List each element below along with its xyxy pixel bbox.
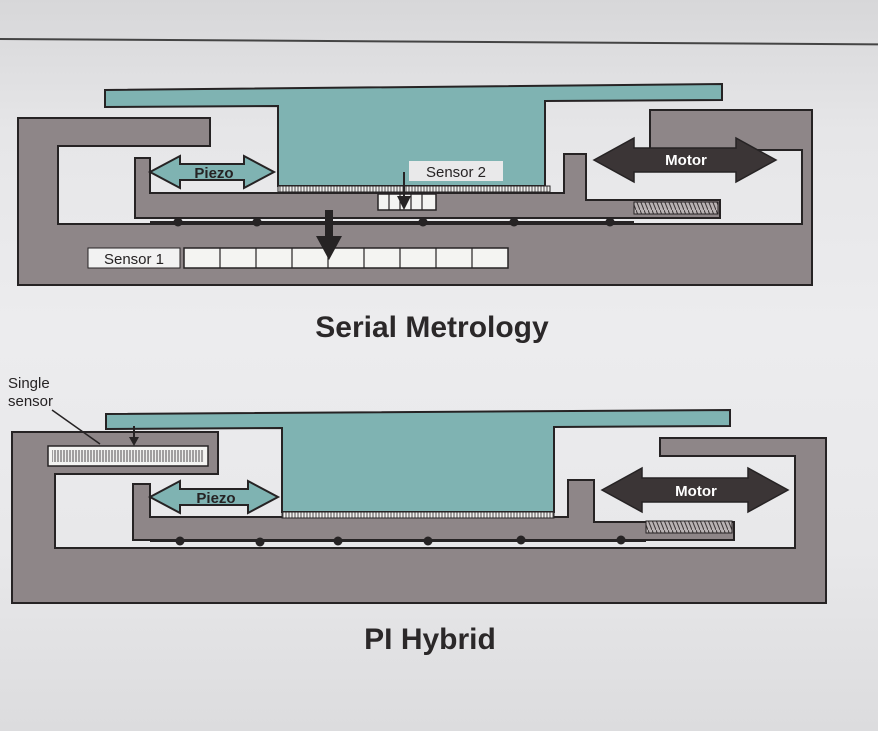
hybrid-lead-screw — [645, 520, 733, 534]
hybrid-piezo-label: Piezo — [196, 490, 235, 507]
serial-sensor-2-pointer-head — [397, 196, 411, 210]
hybrid-sensor-label-line1: Single — [8, 375, 50, 392]
serial-metrology-caption: Serial Metrology — [315, 311, 549, 344]
serial-piezo-label: Piezo — [194, 165, 233, 182]
serial-sensor-2-label: Sensor 2 — [426, 164, 486, 181]
serial-sensor-1-label: Sensor 1 — [104, 251, 164, 268]
hybrid-sensor-leader — [51, 409, 101, 445]
hybrid-bearing-ball — [175, 536, 185, 546]
hybrid-flexure — [281, 511, 555, 519]
serial-bearing-ball — [509, 217, 519, 227]
serial-bearing-ball — [605, 217, 615, 227]
serial-bearing-ball — [252, 217, 262, 227]
hybrid-motor-label: Motor — [675, 483, 717, 500]
hybrid-single-sensor-ticks — [52, 450, 204, 462]
pi-hybrid-caption: PI Hybrid — [364, 623, 496, 656]
hybrid-bearing-ball — [516, 535, 526, 545]
hybrid-sensor-label-line2: sensor — [8, 393, 53, 410]
hybrid-motor-arrow — [600, 466, 790, 514]
serial-metrology-diagram: Piezo Motor Sensor 2 Sensor 1 — [17, 82, 813, 286]
serial-bearing-ball — [173, 217, 183, 227]
serial-motor-label: Motor — [665, 152, 707, 169]
serial-sensor-1-scale — [183, 247, 509, 269]
serial-piezo-arrow — [147, 154, 277, 190]
serial-base-housing — [17, 109, 813, 286]
serial-flexure — [277, 185, 551, 193]
hybrid-bearing-ball — [333, 536, 343, 546]
serial-motor-arrow — [592, 136, 778, 184]
hybrid-bearing-ball — [423, 536, 433, 546]
serial-lead-screw — [633, 201, 719, 215]
serial-sensor-2-label-bg — [409, 161, 503, 181]
serial-carriage — [134, 153, 721, 219]
hybrid-bearing-ball — [255, 537, 265, 547]
hybrid-piezo-arrow — [147, 479, 281, 515]
hybrid-sensor-pointer-head — [129, 437, 139, 446]
serial-sensor-1-divisions — [219, 248, 473, 268]
serial-sensor-1-pointer-head — [316, 236, 342, 260]
serial-sensor-1-pointer — [325, 210, 333, 244]
pi-hybrid-diagram: Single sensor Piezo Motor — [8, 375, 827, 604]
hybrid-bearing-ball — [616, 535, 626, 545]
serial-bearing-ball — [418, 217, 428, 227]
hybrid-base-housing — [11, 431, 827, 604]
serial-sensor-1-label-bg — [87, 247, 181, 269]
